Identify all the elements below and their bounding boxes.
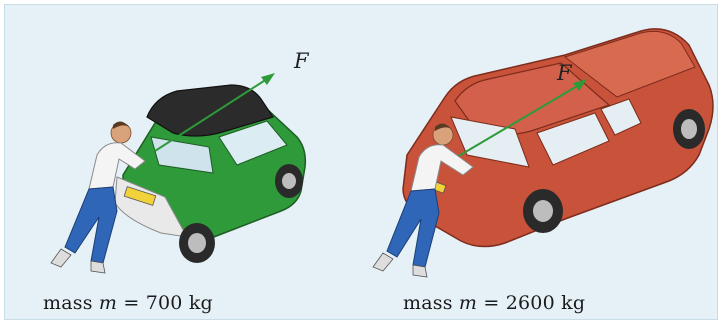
force-label-small-car: F [294,49,309,73]
caption-mass-value: = 2600 kg [477,292,586,314]
person-pushing-icon [50,121,146,274]
illustration-panel: F F mass m = 700 kg mass m = 2600 kg [4,4,718,320]
caption-prefix: mass [43,292,99,314]
force-label-truck: F [557,61,572,85]
caption-truck: mass m = 2600 kg [403,292,585,314]
caption-prefix: mass [403,292,459,314]
person-pushing-icon [372,123,474,278]
caption-mass-symbol: m [458,292,478,314]
small-car-icon [114,84,307,263]
caption-small-car: mass m = 700 kg [43,292,213,314]
pickup-truck-icon [402,28,714,248]
caption-mass-symbol: m [98,292,118,314]
force-arrow-icon [154,73,275,152]
force-arrow-icon [456,79,587,158]
caption-mass-value: = 700 kg [117,292,213,314]
illustration-svg [50,28,714,278]
